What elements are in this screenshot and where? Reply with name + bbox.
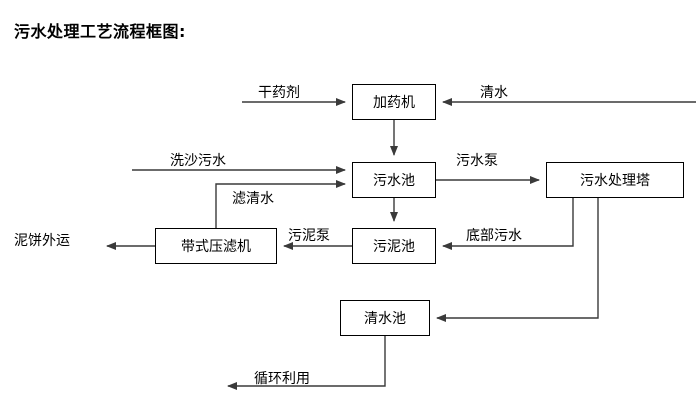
edge-treatment-tower-to-clear-water-pool bbox=[436, 198, 599, 322]
node-label: 加药机 bbox=[373, 95, 415, 111]
edge-label-recycle-reuse: 循环利用 bbox=[254, 371, 310, 387]
edge-label-dry-agent: 干药剂 bbox=[258, 85, 300, 101]
node-sewage-treatment-tower[interactable]: 污水处理塔 bbox=[546, 162, 684, 198]
node-label: 带式压滤机 bbox=[181, 239, 251, 255]
edge-belt-filter-press-to-sewage-pool bbox=[215, 180, 346, 228]
edge-treatment-tower-bottom-sewage-to-sludge-pool bbox=[442, 198, 574, 250]
node-label: 污泥池 bbox=[373, 239, 415, 255]
node-label: 清水池 bbox=[364, 311, 406, 327]
edge-label-sewage-pump: 污水泵 bbox=[456, 153, 498, 169]
node-clear-water-pool[interactable]: 清水池 bbox=[340, 300, 430, 336]
node-sewage-pool[interactable]: 污水池 bbox=[352, 162, 436, 198]
edge-label-filtered-water: 滤清水 bbox=[232, 191, 274, 207]
edge-label-bottom-sewage: 底部污水 bbox=[466, 228, 522, 244]
node-belt-filter-press[interactable]: 带式压滤机 bbox=[155, 228, 277, 264]
edge-clear-water-pool-to-recycle bbox=[227, 336, 386, 390]
page-title: 污水处理工艺流程框图: bbox=[14, 22, 186, 41]
terminal-label-mud-cake-out: 泥饼外运 bbox=[14, 233, 70, 249]
node-dosing-machine[interactable]: 加药机 bbox=[352, 84, 436, 120]
edge-label-sand-wash-sewage: 洗沙污水 bbox=[170, 153, 226, 169]
node-sludge-pool[interactable]: 污泥池 bbox=[352, 228, 436, 264]
node-label: 污水池 bbox=[373, 173, 415, 189]
edge-label-clean-water: 清水 bbox=[480, 85, 508, 101]
node-label: 污水处理塔 bbox=[580, 173, 650, 189]
edge-label-sludge-pump: 污泥泵 bbox=[288, 228, 330, 244]
